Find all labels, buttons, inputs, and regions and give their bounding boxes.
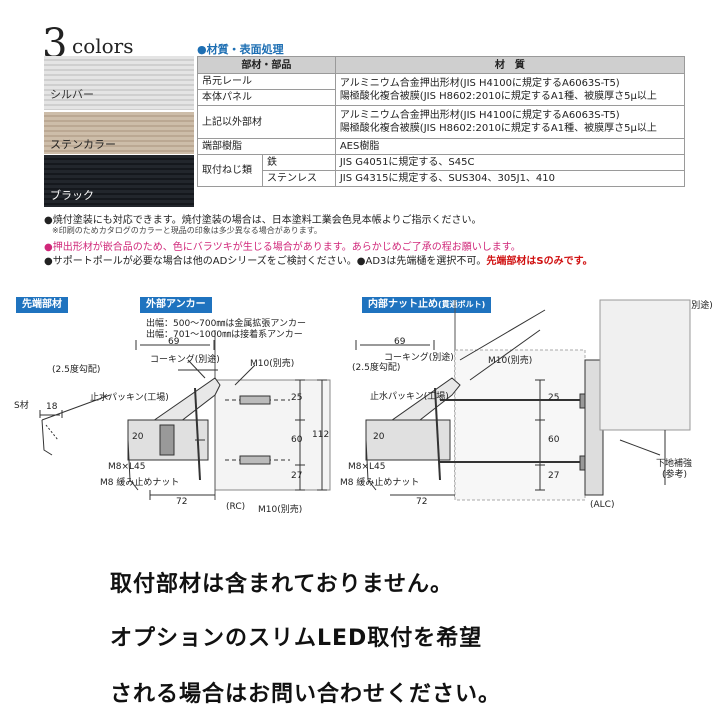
swatch-black: ブラック	[44, 155, 194, 207]
row-subpart: ステンレス	[262, 170, 336, 187]
note-support: ●サポートポールが必要な場合は他のADシリーズをご検討ください。●AD3は先端樋…	[44, 256, 593, 267]
row-material: アルミニウム合金押出形材(JIS H4100に規定するA6063S-T5) 陽極…	[334, 73, 686, 106]
dim-20: 20	[132, 432, 144, 442]
section-drawings	[39, 299, 691, 501]
m8-nut-label: M8 緩み止めナット	[100, 478, 180, 488]
row-part: 上記以外部材	[197, 105, 336, 139]
dim-18: 18	[46, 402, 58, 412]
m10-bottom-label: M10(別売)	[258, 505, 303, 515]
m8-label-2: M8×L45	[348, 462, 386, 472]
reinforce-label-2: (参考)	[662, 470, 688, 480]
swatch-label: ブラック	[50, 189, 94, 202]
m10-label: M10(別売)	[250, 359, 295, 369]
caulk-label: コーキング(別途)	[150, 355, 220, 365]
dim-27-2: 27	[548, 471, 560, 481]
col-material: 材 質	[334, 56, 686, 74]
dim-69: 69	[168, 337, 180, 347]
row-part: 取付ねじ類	[197, 154, 263, 187]
anchor-note-1: 出幅：500〜700㎜は金属拡張アンカー	[146, 319, 306, 329]
dim-72: 72	[176, 497, 188, 507]
slope-label: (2.5度勾配)	[52, 365, 101, 375]
tag-inner-nut: 内部ナット止め(貫通ボルト)	[362, 297, 492, 313]
dim-60-2: 60	[548, 435, 560, 445]
tag-tip-member: 先端部材	[16, 297, 68, 313]
inner-nut-drawing	[355, 299, 691, 501]
seal-label-2: 止水パッキン(工場)	[370, 392, 449, 402]
message-line-3: される場合はお問い合わせください。	[110, 682, 502, 707]
swatch-label: シルバー	[50, 88, 94, 101]
s-tip-drawing	[39, 394, 111, 456]
m8-nut-label-2: M8 緩み止めナット	[340, 478, 420, 488]
rc-label: (RC)	[226, 502, 246, 512]
materials-heading: ●材質・表面処理	[197, 43, 284, 56]
note-color: ●押出形材が嵌合品のため、色にバラツキが生じる場合があります。あらかじめご了承の…	[44, 242, 521, 253]
s-material-label: S材	[14, 401, 29, 411]
caulk-label-2: コーキング(別途)	[384, 353, 454, 363]
seal-label: 止水パッキン(工場)	[90, 393, 169, 403]
dim-60: 60	[291, 435, 303, 445]
reinforce-label-1: 下地補強	[656, 459, 693, 469]
swatch-label: ステンカラー	[50, 138, 116, 151]
tag-outer-anchor: 外部アンカー	[140, 297, 212, 313]
m10-label-2: M10(別売)	[488, 356, 533, 366]
dim-72-2: 72	[416, 497, 428, 507]
dim-20-2: 20	[373, 432, 385, 442]
swatch-stain: ステンカラー	[44, 112, 194, 154]
alc-label: (ALC)	[590, 500, 615, 510]
message-line-1: 取付部材は含まれておりません。	[110, 572, 454, 597]
note-paint: ●焼付塗装にも対応できます。焼付塗装の場合は、日本塗料工業会色見本帳よりご指示く…	[44, 215, 482, 226]
m8-label: M8×L45	[108, 462, 146, 472]
anchor-note-2: 出幅：701〜1000㎜は接着系アンカー	[146, 330, 303, 340]
note-print: ※印刷のためカタログのカラーと現品の印象は多少異なる場合があります。	[52, 226, 322, 235]
outer-anchor-drawing	[127, 330, 331, 500]
message-line-2: オプションのスリムLED取付を希望	[110, 626, 483, 651]
title-word: colors	[72, 34, 134, 58]
dim-112: 112	[312, 430, 330, 440]
col-part: 部材・部品	[197, 56, 336, 74]
row-material: アルミニウム合金押出形材(JIS H4100に規定するA6063S-T5) 陽極…	[334, 105, 686, 139]
dim-27: 27	[291, 471, 303, 481]
slope-label-2: (2.5度勾配)	[352, 363, 401, 373]
swatch-silver: シルバー	[44, 56, 194, 110]
row-material: JIS G4315に規定する、SUS304、305J1、410	[334, 170, 686, 187]
dim-25-2: 25	[548, 393, 560, 403]
dim-25: 25	[291, 393, 303, 403]
dim-69-2: 69	[394, 337, 406, 347]
materials-table: 部材・部品 材 質 吊元レール アルミニウム合金押出形材(JIS H4100に規…	[197, 56, 686, 187]
